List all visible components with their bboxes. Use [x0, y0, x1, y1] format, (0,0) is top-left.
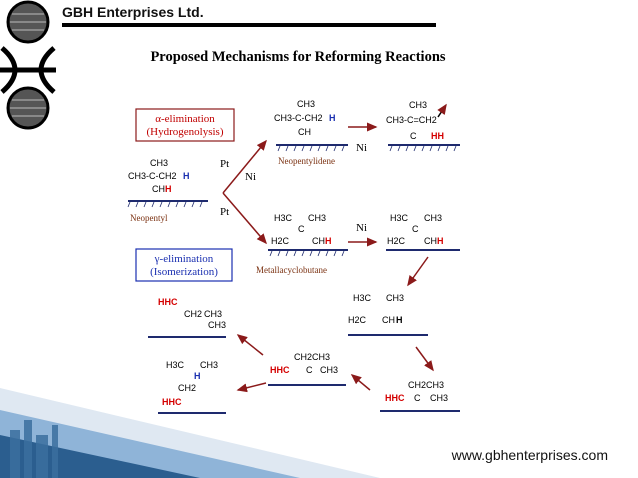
alpha-box-line1: α-elimination — [155, 113, 215, 125]
metallacycle-c: C — [298, 224, 305, 234]
catalyst-pt-bottom: Pt — [220, 206, 229, 218]
company-name: GBH Enterprises Ltd. — [62, 4, 204, 20]
metallacycle-ch: CH — [312, 236, 325, 246]
bottom-right-hhc: HHC — [385, 393, 405, 403]
slide-title: Proposed Mechanisms for Reforming Reacti… — [150, 49, 446, 65]
metallacycle-h: H — [325, 236, 332, 246]
left-bottom-h: H — [194, 371, 201, 381]
bottom-mid-c: C — [306, 365, 313, 375]
metallacycle-h3c: H3C — [274, 213, 293, 223]
mid-right-ch3: CH3 — [386, 293, 404, 303]
metallacycle2-h: H — [437, 236, 444, 246]
neopentyl-h-red: H — [165, 184, 172, 194]
mid-right-h: H — [396, 315, 403, 325]
arrow-to-metallacyclobutane — [222, 192, 267, 245]
bottom-mid-hhc: HHC — [270, 365, 290, 375]
alpha-elimination-box — [135, 108, 235, 142]
arrow-up-left — [236, 334, 264, 356]
bottom-right-c: C — [414, 393, 421, 403]
bottom-mid-ch3: CH3 — [320, 365, 338, 375]
neopentyl-ch: CH — [152, 184, 165, 194]
alkene-c: C — [410, 131, 417, 141]
metallacycle-ch3: CH3 — [308, 213, 326, 223]
left-bottom-hhc: HHC — [162, 397, 182, 407]
mid-right-h2c: H2C — [348, 315, 367, 325]
neopentylidene-ch3: CH3 — [297, 99, 315, 109]
gamma-box-line1: γ-elimination — [154, 253, 214, 265]
gamma-box-line2: (Isomerization) — [150, 266, 218, 278]
label-neopentylidene: Neopentylidene — [278, 156, 335, 166]
left-mid-ch3b: CH3 — [208, 320, 226, 330]
neopentylidene-h: H — [329, 113, 336, 123]
header-rule — [62, 23, 436, 27]
decorative-industrial-band — [0, 388, 380, 478]
mechanism-figure: Proposed Mechanisms for Reforming Reacti… — [108, 45, 488, 430]
arrow-down-right-1 — [407, 256, 429, 287]
footer-url[interactable]: www.gbhenterprises.com — [451, 447, 608, 463]
neopentyl-chain: CH3-C-CH2 — [128, 171, 177, 181]
left-bottom-ch2: CH2 — [178, 383, 196, 393]
metallacycle2-h2c: H2C — [387, 236, 406, 246]
neopentyl-ch3-top: CH3 — [150, 158, 168, 168]
mid-right-ch: CH — [382, 315, 395, 325]
alpha-box-line2: (Hydrogenolysis) — [147, 126, 224, 138]
label-metallacyclobutane: Metallacyclobutane — [256, 265, 327, 275]
catalyst-ni-bottom: Ni — [356, 222, 367, 234]
metallacycle2-ch: CH — [424, 236, 437, 246]
mid-right-h3c: H3C — [353, 293, 372, 303]
left-mid-hhc: HHC — [158, 297, 178, 307]
metallacycle-h2c: H2C — [271, 236, 290, 246]
catalyst-pt-top: Pt — [220, 158, 229, 170]
arrow-down-right-2 — [415, 346, 434, 372]
arrow-to-neopentylidene — [222, 139, 267, 194]
company-logo — [0, 0, 56, 130]
left-mid-ch3a: CH3 — [204, 309, 222, 319]
bottom-right-ch3: CH3 — [430, 393, 448, 403]
left-mid-ch2: CH2 — [184, 309, 202, 319]
gamma-elimination-box — [135, 248, 233, 282]
left-bottom-ch3: CH3 — [200, 360, 218, 370]
arrow-left-bottom — [350, 374, 371, 391]
alkene-desorb-arrow — [437, 103, 447, 118]
neopentylidene-chain: CH3-C-CH2 — [274, 113, 323, 123]
alkene-hh: HH — [431, 131, 444, 141]
label-neopentyl: Neopentyl — [130, 213, 168, 223]
reaction-diagram: α-elimination (Hydrogenolysis) γ-elimina… — [127, 99, 460, 414]
bottom-mid-ch2ch3: CH2CH3 — [294, 352, 330, 362]
alkene-ch3: CH3 — [409, 100, 427, 110]
alkene-chain: CH3-C=CH2 — [386, 115, 437, 125]
neopentyl-h-blue: H — [183, 171, 190, 181]
neopentylidene-ch: CH — [298, 127, 311, 137]
catalyst-ni-top: Ni — [356, 142, 367, 154]
metallacycle2-c: C — [412, 224, 419, 234]
bottom-right-ch2ch3: CH2CH3 — [408, 380, 444, 390]
metallacycle2-ch3: CH3 — [424, 213, 442, 223]
metallacycle2-h3c: H3C — [390, 213, 409, 223]
arrow-to-left-bottom — [236, 382, 267, 393]
left-bottom-h3c: H3C — [166, 360, 185, 370]
catalyst-ni-mid: Ni — [245, 171, 256, 183]
